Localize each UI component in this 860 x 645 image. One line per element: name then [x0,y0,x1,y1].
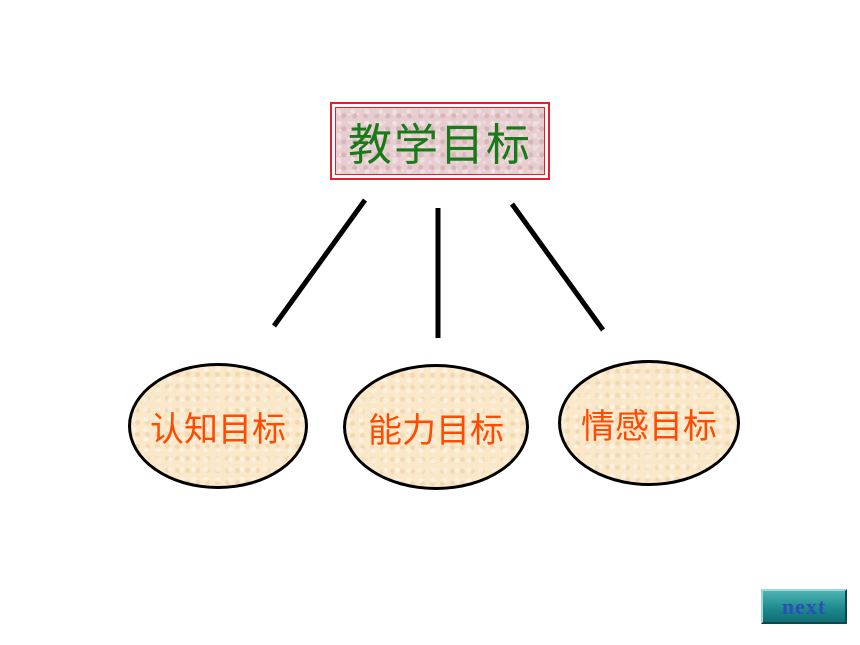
next-button[interactable]: next [761,589,847,624]
child-node-emotion: 情感目标 [558,360,740,486]
connector-right [509,202,606,332]
child-label-ability: 能力目标 [368,410,504,451]
child-label-emotion: 情感目标 [581,406,717,447]
connector-left [271,198,368,328]
child-label-cognitive: 认知目标 [150,409,286,450]
root-title: 教学目标 [335,107,545,175]
next-button-label: next [781,593,827,619]
root-node: 教学目标 [330,102,550,180]
child-node-ability: 能力目标 [343,364,529,490]
child-node-cognitive: 认知目标 [128,363,308,489]
